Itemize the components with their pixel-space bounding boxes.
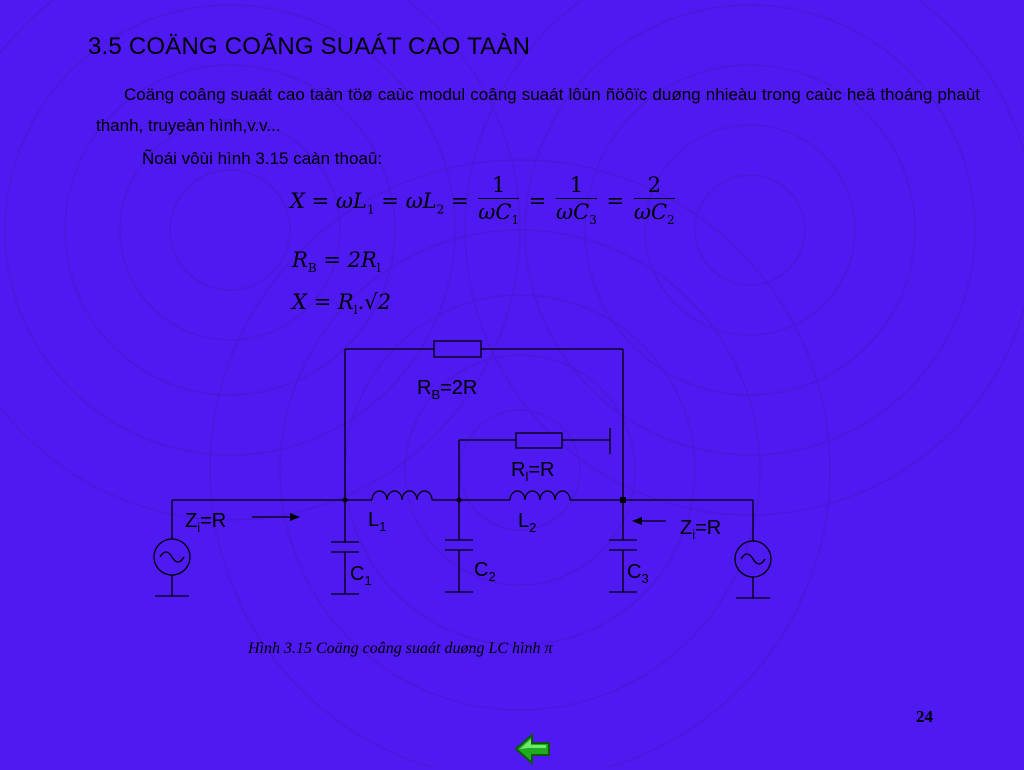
zi-left-label: Zi=R (185, 510, 226, 535)
slide-title: 3.5 COÄNG COÂNG SUAÁT CAO TAÀN (88, 33, 531, 60)
intro-text: Ñoái vôùi hình 3.15 caàn thoaû: (142, 149, 383, 168)
equation-rb: RB = 2Rl (292, 248, 381, 276)
figure-caption: Hình 3.15 Coäng coâng suaát duøng LC hìn… (248, 640, 553, 657)
l2-label: L2 (518, 510, 536, 535)
back-arrow-icon (514, 732, 550, 766)
body-paragraph: Coäng coâng suaát cao taàn töø caùc modu… (96, 85, 980, 135)
rb-label: RB=2R (417, 377, 477, 402)
zi-right-label: Zi=R (680, 517, 721, 542)
equation-x-rl: X = Rl.√2 (292, 290, 391, 318)
c1-label: C1 (350, 563, 372, 588)
rl-label: Rl=R (511, 459, 554, 484)
back-button[interactable] (514, 732, 552, 770)
c3-label: C3 (627, 561, 649, 586)
l1-label: L1 (368, 509, 386, 534)
page-number: 24 (916, 707, 933, 726)
c2-label: C2 (474, 559, 496, 584)
